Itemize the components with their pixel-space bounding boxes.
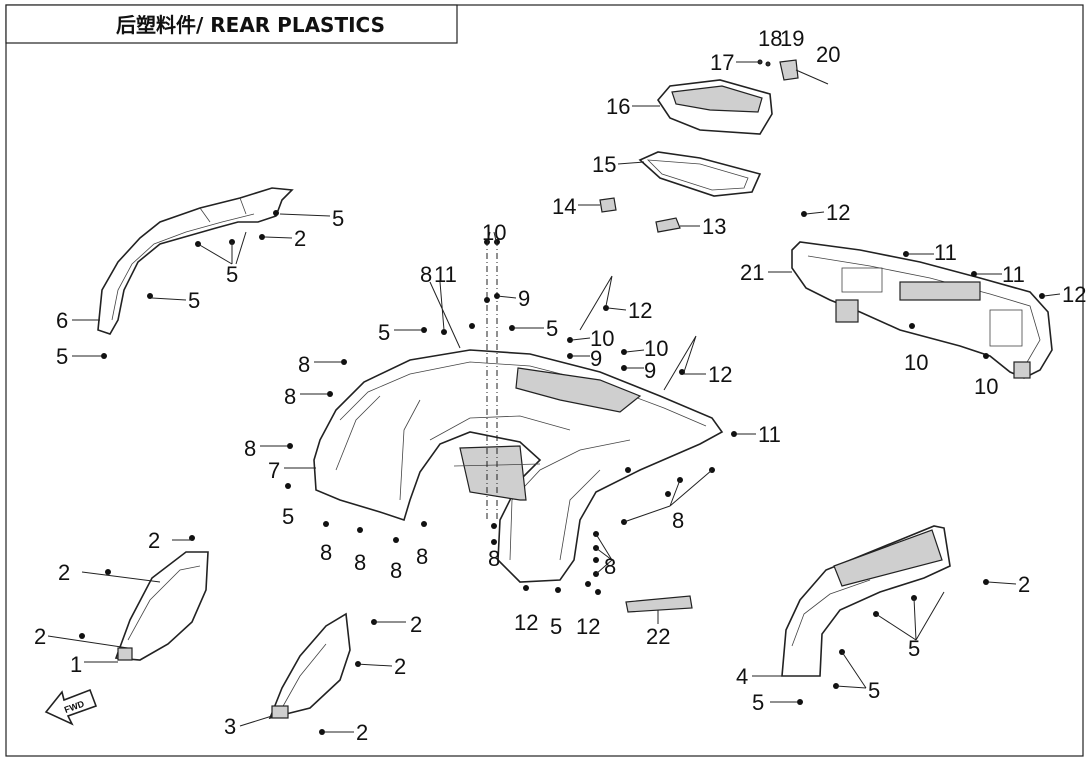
callout-15: 15 <box>592 152 616 177</box>
callout-2: 2 <box>410 612 422 637</box>
callout-2: 2 <box>294 226 306 251</box>
callout-8: 8 <box>488 546 500 571</box>
callout-2: 2 <box>148 528 160 553</box>
callout-8: 8 <box>420 262 432 287</box>
callout-12: 12 <box>708 362 732 387</box>
callout-16: 16 <box>606 94 630 119</box>
callout-7: 7 <box>268 458 280 483</box>
callout-21: 21 <box>740 260 764 285</box>
callout-18: 18 <box>758 26 782 51</box>
callout-13: 13 <box>702 214 726 239</box>
callout-9: 9 <box>644 358 656 383</box>
callout-10: 10 <box>482 220 506 245</box>
fwd-arrow-icon: FWD <box>44 688 98 726</box>
callout-3: 3 <box>224 714 236 739</box>
callout-5: 5 <box>546 316 558 341</box>
page-title: 后塑料件/ REAR PLASTICS <box>116 13 385 37</box>
callout-12: 12 <box>1062 282 1086 307</box>
part-15-gasket <box>638 151 762 197</box>
callout-12: 12 <box>514 610 538 635</box>
part-3-center-flap <box>268 612 351 720</box>
callout-10: 10 <box>590 326 614 351</box>
callout-5: 5 <box>282 504 294 529</box>
title-box <box>5 4 458 44</box>
callout-5: 5 <box>752 690 764 715</box>
part-7-rear-fender <box>313 349 724 583</box>
callout-8: 8 <box>354 550 366 575</box>
callout-8: 8 <box>284 384 296 409</box>
callout-12: 12 <box>628 298 652 323</box>
callout-22: 22 <box>646 624 670 649</box>
callout-1: 1 <box>70 652 82 677</box>
callout-12: 12 <box>576 614 600 639</box>
callout-8: 8 <box>244 436 256 461</box>
leader-lines <box>47 61 1061 733</box>
callout-11: 11 <box>758 422 781 447</box>
part-22-label <box>625 595 693 613</box>
callout-2: 2 <box>34 624 46 649</box>
callout-11: 11 <box>434 262 457 287</box>
callout-2: 2 <box>1018 572 1030 597</box>
callout-11: 11 <box>934 240 957 265</box>
callout-5: 5 <box>226 262 238 287</box>
callout-5: 5 <box>188 288 200 313</box>
part-13 <box>655 217 681 233</box>
callout-10: 10 <box>904 350 928 375</box>
callout-5: 5 <box>378 320 390 345</box>
callout-4: 4 <box>736 664 748 689</box>
callout-11: 11 <box>1002 262 1025 287</box>
callout-8: 8 <box>416 544 428 569</box>
callout-19: 19 <box>780 26 804 51</box>
callout-8: 8 <box>390 558 402 583</box>
callout-20: 20 <box>816 42 840 67</box>
callout-5: 5 <box>908 636 920 661</box>
callout-8: 8 <box>320 540 332 565</box>
callout-12: 12 <box>826 200 850 225</box>
callout-9: 9 <box>518 286 530 311</box>
callout-5: 5 <box>332 206 344 231</box>
hardware-17-20 <box>757 59 829 85</box>
callout-5: 5 <box>550 614 562 639</box>
part-6-left-trim <box>97 187 294 335</box>
part-16-top-cover <box>656 79 773 135</box>
callouts: 17 18 19 20 16 15 14 13 5 2 5 5 6 5 10 9… <box>34 26 1086 745</box>
part-1-left-flap <box>114 551 209 661</box>
outer-border <box>5 4 1084 757</box>
callout-8: 8 <box>298 352 310 377</box>
part-14 <box>599 197 617 213</box>
callout-17: 17 <box>710 50 734 75</box>
callout-10: 10 <box>644 336 668 361</box>
callout-2: 2 <box>356 720 368 745</box>
callout-2: 2 <box>58 560 70 585</box>
callout-9: 9 <box>590 346 602 371</box>
callout-5: 5 <box>868 678 880 703</box>
part-21-right-trim <box>791 241 1053 379</box>
callout-8: 8 <box>604 554 616 579</box>
callout-10: 10 <box>974 374 998 399</box>
callout-2: 2 <box>394 654 406 679</box>
callout-8: 8 <box>672 508 684 533</box>
callout-6: 6 <box>56 308 68 333</box>
callout-5: 5 <box>56 344 68 369</box>
part-4-right-fender <box>781 525 951 677</box>
callout-14: 14 <box>552 194 576 219</box>
